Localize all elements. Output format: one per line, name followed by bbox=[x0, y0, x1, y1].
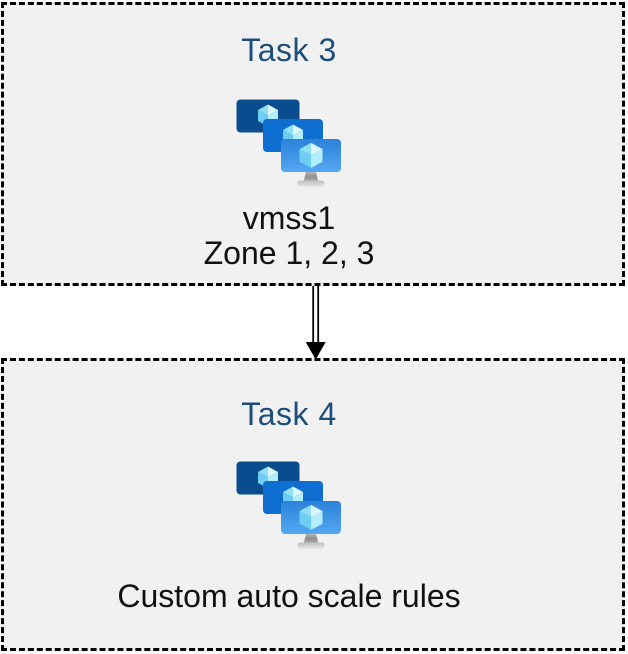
task-3-box: Task 3 bbox=[1, 2, 625, 286]
task-4-box: Task 4 bbox=[1, 358, 625, 651]
zones-label: Zone 1, 2, 3 bbox=[203, 235, 375, 271]
monitor-stand-icon bbox=[297, 170, 325, 187]
task-3-title: Task 3 bbox=[241, 32, 337, 68]
task-4-title: Task 4 bbox=[241, 396, 337, 432]
vm-scale-set-icon bbox=[236, 461, 341, 549]
front-screen bbox=[281, 139, 341, 172]
autoscale-rules-label: Custom auto scale rules bbox=[117, 578, 461, 614]
monitor-stand-icon bbox=[297, 532, 325, 549]
down-arrow-icon bbox=[305, 286, 326, 360]
cube-icon bbox=[299, 142, 323, 168]
front-screen bbox=[281, 501, 341, 534]
cube-icon bbox=[299, 504, 323, 530]
vm-scale-set-icon bbox=[236, 99, 341, 187]
vmss-name-label: vmss1 bbox=[242, 200, 336, 236]
